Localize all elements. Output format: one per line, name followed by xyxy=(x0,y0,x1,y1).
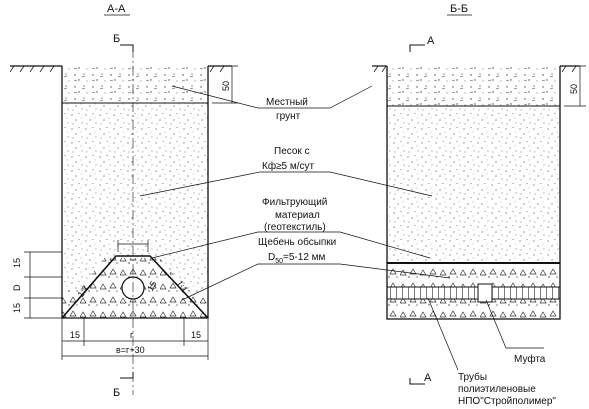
dim-ext-lines xyxy=(61,318,209,360)
section-b-b: Б-Б А А 50 xyxy=(372,3,586,385)
cut-label-a-bottom: А xyxy=(424,372,432,384)
pipe-band-right xyxy=(387,287,560,299)
callout-local-soil-2: грунт xyxy=(276,111,301,122)
callout-gravel-d: D xyxy=(268,252,275,263)
gravel-fill-right-bottom xyxy=(387,299,560,319)
callout-sand-2: Кф≥5 м/сут xyxy=(262,160,315,172)
ground-hatch-right xyxy=(373,65,577,73)
callout-coupling: Муфта xyxy=(514,353,546,365)
cut-label-b-bottom: Б xyxy=(113,387,120,399)
callout-gravel-1: Щебень обсыпки xyxy=(258,236,336,248)
dim-15-top: 15 xyxy=(12,258,22,268)
dim-r: г xyxy=(130,330,134,340)
dim-b: в=г+30 xyxy=(116,345,145,355)
section-title-left: А-А xyxy=(107,3,126,15)
cut-a-bottom xyxy=(409,378,425,385)
callout-gravel-sub: 50 xyxy=(275,258,283,265)
leader-pipes xyxy=(427,297,459,371)
local-soil-fill-right xyxy=(387,66,560,106)
trench-walls-right xyxy=(386,66,561,320)
dim-50-left-text: 50 xyxy=(221,81,231,91)
leader-filter xyxy=(151,231,431,259)
cut-a-top xyxy=(409,44,425,52)
dim-d: D xyxy=(12,284,22,291)
coupling xyxy=(477,283,493,303)
cut-b-top xyxy=(120,44,134,52)
ground-hatch-left xyxy=(9,65,225,73)
leader-sand xyxy=(139,171,433,197)
dim-pipe-top xyxy=(117,240,149,252)
callout-pipes-3: НПО"Стройполимер" xyxy=(458,396,556,407)
callout-sand-1: Песок с xyxy=(274,146,310,157)
pipe-cover: 15 xyxy=(145,279,159,293)
callout-gravel-rest: =5-12 мм xyxy=(283,252,326,263)
section-title-right: Б-Б xyxy=(450,3,468,15)
callout-pipes-1: Трубы xyxy=(458,371,487,383)
cut-label-a-top: А xyxy=(427,35,435,47)
cut-label-b-top: Б xyxy=(113,33,120,45)
callouts: Местный грунт Песок с Кф≥5 м/сут Фильтру… xyxy=(139,85,556,407)
sand-fill-right xyxy=(387,106,560,263)
leader-gravel xyxy=(181,263,451,301)
section-a-a: А-А Б Б 50 15 D 15 1:1 1:1 15 15 15 г в=… xyxy=(9,3,238,399)
local-soil-fill-left xyxy=(62,66,208,103)
callout-filter-1: Фильтрующий xyxy=(262,197,327,208)
gravel-fill-right-top xyxy=(387,263,560,287)
dim-15-right-bottom: 15 xyxy=(191,330,201,340)
leader-coupling xyxy=(485,299,544,349)
callout-filter-3: (геотекстиль) xyxy=(264,222,326,233)
callout-gravel-2: D50=5-12 мм xyxy=(268,252,326,265)
cut-b-bottom xyxy=(120,372,134,379)
dim-15-bottom: 15 xyxy=(12,303,22,313)
callout-filter-2: материал xyxy=(275,210,320,221)
leader-local-soil xyxy=(171,85,373,109)
callout-local-soil-1: Местный xyxy=(266,97,308,108)
trench-walls-left xyxy=(61,66,209,319)
callout-pipes-2: полиэтиленовые xyxy=(458,384,536,395)
dim-vertical-left xyxy=(24,251,62,319)
dim-50-right xyxy=(564,65,586,107)
sand-fill-left xyxy=(62,103,208,290)
dim-50-right-text: 50 xyxy=(569,84,579,94)
dim-50-left xyxy=(212,65,238,104)
dim-15-left-bottom: 15 xyxy=(70,330,80,340)
pipe-band-edges xyxy=(387,286,560,300)
